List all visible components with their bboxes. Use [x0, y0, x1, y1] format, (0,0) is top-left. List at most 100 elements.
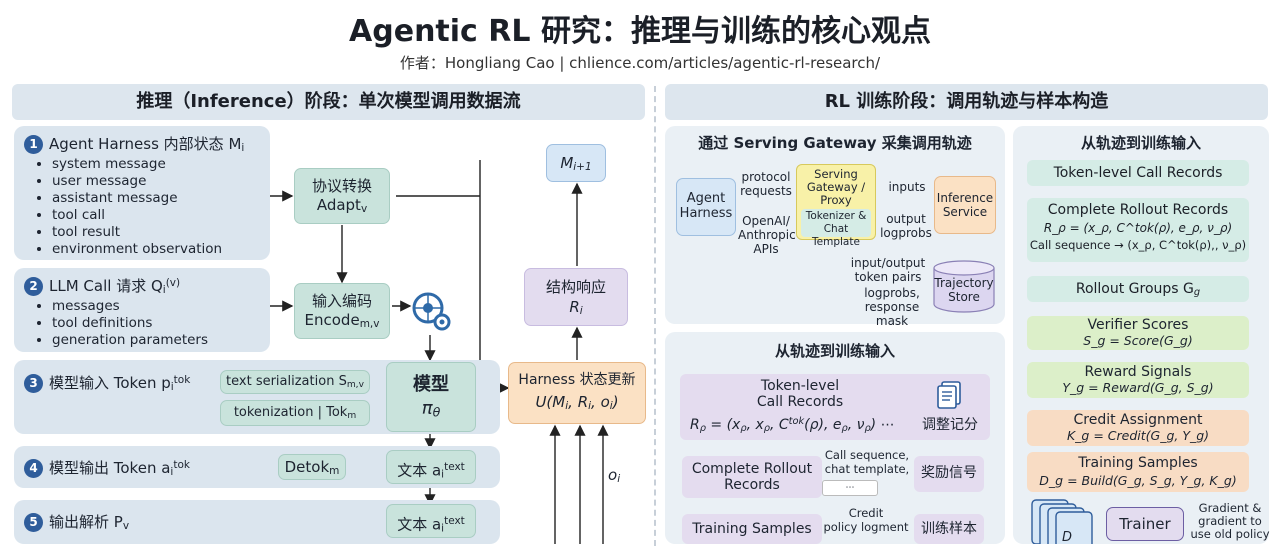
- tokenizer-box: Tokenizer & Chat Template: [801, 209, 871, 248]
- verifier-scores-formula: S_g = Score(G_g): [1083, 333, 1193, 348]
- complete-rollout-formula: R_ρ = (x_ρ, C^tok(ρ), e_ρ, ν_ρ): [1043, 221, 1233, 235]
- list-item: generation parameters: [52, 332, 260, 349]
- reward-signals-formula: Y_g = Reward(G_g, S_g): [1062, 380, 1214, 395]
- response-line2: Ri: [525, 297, 627, 321]
- verifier-scores: Verifier Scores S_g = Score(G_g): [1027, 316, 1249, 350]
- detok-sub: m: [329, 465, 340, 478]
- gateway-title: 通过 Serving Gateway 采集调用轨迹: [698, 134, 972, 152]
- step4-label-sub: i: [170, 466, 174, 479]
- list-item: tool definitions: [52, 315, 260, 332]
- step5-label-sub: v: [122, 520, 130, 533]
- traj-mid-title: 从轨迹到训练输入: [774, 342, 895, 360]
- traj-right-title: 从轨迹到训练输入: [1080, 134, 1201, 152]
- obs-text: o: [608, 466, 618, 484]
- model-theta: θ: [432, 404, 441, 420]
- model-box: 模型 πθ: [386, 362, 476, 432]
- section-divider: [654, 86, 656, 546]
- document-stack-icon: [934, 380, 964, 410]
- text-out4-sub: i: [441, 468, 445, 481]
- gateway-proxy-label: Serving Gateway / Proxy: [806, 167, 866, 207]
- step3-label-sub: i: [170, 381, 174, 394]
- text-out5-sup: text: [444, 515, 465, 527]
- response-sub: i: [579, 305, 583, 318]
- model-line1: 模型: [413, 374, 449, 395]
- adapt-line2: Adaptv: [295, 196, 389, 219]
- detok-text: Detok: [284, 458, 330, 476]
- encode-line1: 输入编码: [311, 292, 372, 310]
- encode-box: 输入编码 Encodem,v: [294, 283, 390, 339]
- credit-assignment-formula: K_g = Credit(G_g, Y_g): [1066, 428, 1210, 443]
- inputs-label: inputs: [888, 180, 926, 194]
- reward-signal-box: 奖励信号: [914, 456, 984, 492]
- page-title: Agentic RL 研究：推理与训练的核心观点: [349, 14, 931, 49]
- step2-badge: 2: [24, 277, 43, 296]
- verifier-scores-label: Verifier Scores: [1087, 317, 1189, 333]
- reward-signals: Reward Signals Y_g = Reward(G_g, S_g): [1027, 362, 1249, 398]
- list-item: tool result: [52, 224, 260, 241]
- rollout-groups: Rollout Groups Gg: [1027, 276, 1249, 302]
- adapt-box: 协议转换 Adaptv: [294, 168, 390, 224]
- gradient-note: Gradient & gradient to use old policy: [1190, 501, 1270, 541]
- tokenization-box: tokenization | Tokm: [220, 400, 370, 426]
- list-item: system message: [52, 156, 260, 173]
- step5-badge: 5: [24, 513, 43, 532]
- text-output-4: 文本 aitext: [386, 450, 476, 484]
- call-sequence-label: Call sequence, chat template,: [824, 448, 910, 476]
- list-item: user message: [52, 173, 260, 190]
- step4-badge: 4: [24, 459, 43, 478]
- step1-bullets: system message user message assistant me…: [24, 156, 260, 258]
- detok-box: Detokm: [278, 454, 346, 480]
- complete-records-box: Complete Rollout Records: [682, 456, 822, 498]
- list-item: assistant message: [52, 190, 260, 207]
- page-subtitle: 作者：Hongliang Cao | chlience.com/articles…: [399, 54, 881, 72]
- harness-update-box: Harness 状态更新 U(Mi, Ri, oi): [508, 362, 646, 424]
- step4-label-sup: tok: [173, 458, 190, 471]
- trajectory-store-icon: [932, 260, 996, 314]
- next-state-box: Mi+1: [546, 144, 606, 182]
- tokenization-sub: m: [347, 410, 357, 421]
- left-section-header: 推理（Inference）阶段：单次模型调用数据流: [12, 84, 645, 120]
- text-output-5: 文本 aitext: [386, 504, 476, 538]
- next-state-sub: i+1: [573, 161, 592, 174]
- stack-label: D: [1062, 530, 1073, 545]
- tokenization-text: tokenization | Tok: [233, 405, 348, 420]
- train-sample-box: 训练样本: [914, 514, 984, 544]
- rollout-groups-label: Rollout Groups G: [1075, 281, 1194, 297]
- text-out5-sub: i: [441, 522, 445, 535]
- hu-part3: , o: [591, 393, 610, 411]
- step5-label-text: 输出解析 P: [49, 513, 123, 531]
- sample-stack-icon: [1030, 498, 1102, 548]
- text-out4-text: 文本 a: [397, 461, 442, 480]
- credit-policy-label: Credit policy logment: [823, 506, 909, 534]
- structured-response-box: 结构响应 Ri: [524, 268, 628, 326]
- text-serialization-text: text serialization S: [226, 374, 347, 389]
- r-rho-rest: = (x: [705, 416, 741, 433]
- observation-label: oi: [608, 466, 620, 485]
- complete-rollout-formula2: Call sequence → (x_ρ, C^tok(ρ),, ν_ρ): [1029, 238, 1247, 252]
- list-item: tool call: [52, 207, 260, 224]
- step2-bullets: messages tool definitions generation par…: [24, 298, 260, 349]
- token-level-records: Token-level Call Records: [1027, 160, 1249, 186]
- list-item: messages: [52, 298, 260, 315]
- output-logprobs-label: output logprobs: [880, 212, 932, 240]
- training-samples-box: Training Samples: [682, 514, 822, 544]
- response-line1: 结构响应: [545, 278, 606, 296]
- text-out5-text: 文本 a: [397, 515, 442, 534]
- response-r: R: [569, 298, 580, 316]
- hu-part1: U(M: [535, 393, 566, 411]
- step2-label-sup: (v): [165, 276, 181, 289]
- complete-rollout-records: Complete Rollout Records R_ρ = (x_ρ, C^t…: [1027, 198, 1249, 262]
- hu-part4: ): [612, 393, 619, 411]
- adjust-score-label: 调整记分: [922, 417, 978, 433]
- encode-line2-sub: m,v: [359, 318, 380, 331]
- model-pi: π: [421, 398, 433, 419]
- next-state-text: M: [560, 154, 574, 172]
- step1-label-text: Agent Harness 内部状态 M: [49, 135, 242, 153]
- step5-label: 5 输出解析 Pv: [24, 511, 129, 532]
- reward-signals-label: Reward Signals: [1084, 364, 1192, 380]
- credit-assignment: Credit Assignment K_g = Credit(G_g, Y_g): [1027, 410, 1249, 446]
- token-records-label: Token-level Call Records: [756, 378, 844, 410]
